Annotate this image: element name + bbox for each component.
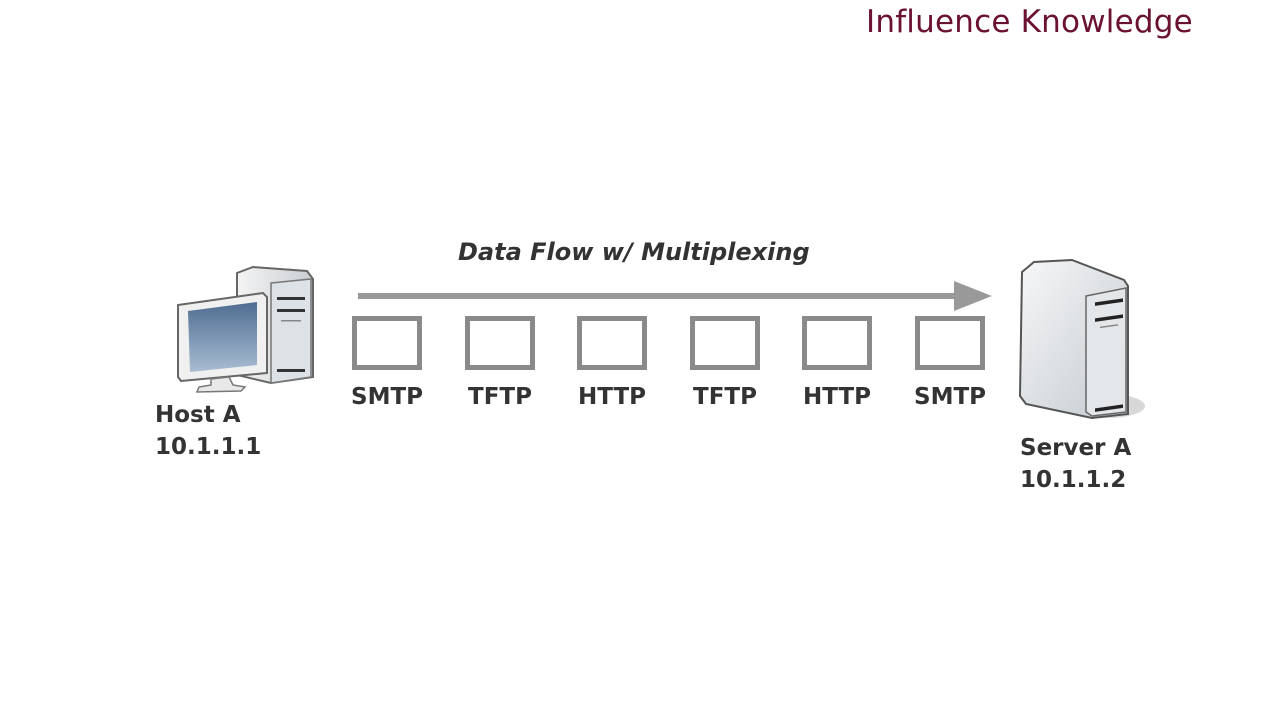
packet-box [802, 316, 872, 370]
packet-label: TFTP [468, 384, 532, 410]
arrow-head [954, 281, 992, 311]
packet-label: HTTP [802, 384, 871, 410]
host-a-label: Host A 10.1.1.1 [155, 399, 261, 463]
server-a-ip: 10.1.1.2 [1020, 467, 1127, 493]
desktop-computer-icon [177, 265, 314, 393]
server-a-name: Server A [1020, 435, 1132, 461]
brand-title: Influence Knowledge [866, 4, 1193, 40]
host-a-name: Host A [155, 402, 241, 428]
packet-label: HTTP [577, 384, 646, 410]
server-a-node [1012, 256, 1147, 426]
packet-label: SMTP [351, 384, 423, 410]
host-a-node [175, 265, 320, 395]
packet-box [690, 316, 760, 370]
host-a-ip: 10.1.1.1 [155, 434, 262, 460]
arrow-shaft [358, 293, 958, 299]
server-a-label: Server A 10.1.1.2 [1020, 432, 1131, 496]
packet-box [915, 316, 985, 370]
server-tower-icon [1018, 258, 1145, 420]
data-flow-arrow [356, 280, 996, 316]
packet-box [577, 316, 647, 370]
packet-box [352, 316, 422, 370]
packet-label: TFTP [693, 384, 757, 410]
packet-label: SMTP [914, 384, 986, 410]
packet-box [465, 316, 535, 370]
diagram-title: Data Flow w/ Multiplexing [458, 238, 810, 266]
